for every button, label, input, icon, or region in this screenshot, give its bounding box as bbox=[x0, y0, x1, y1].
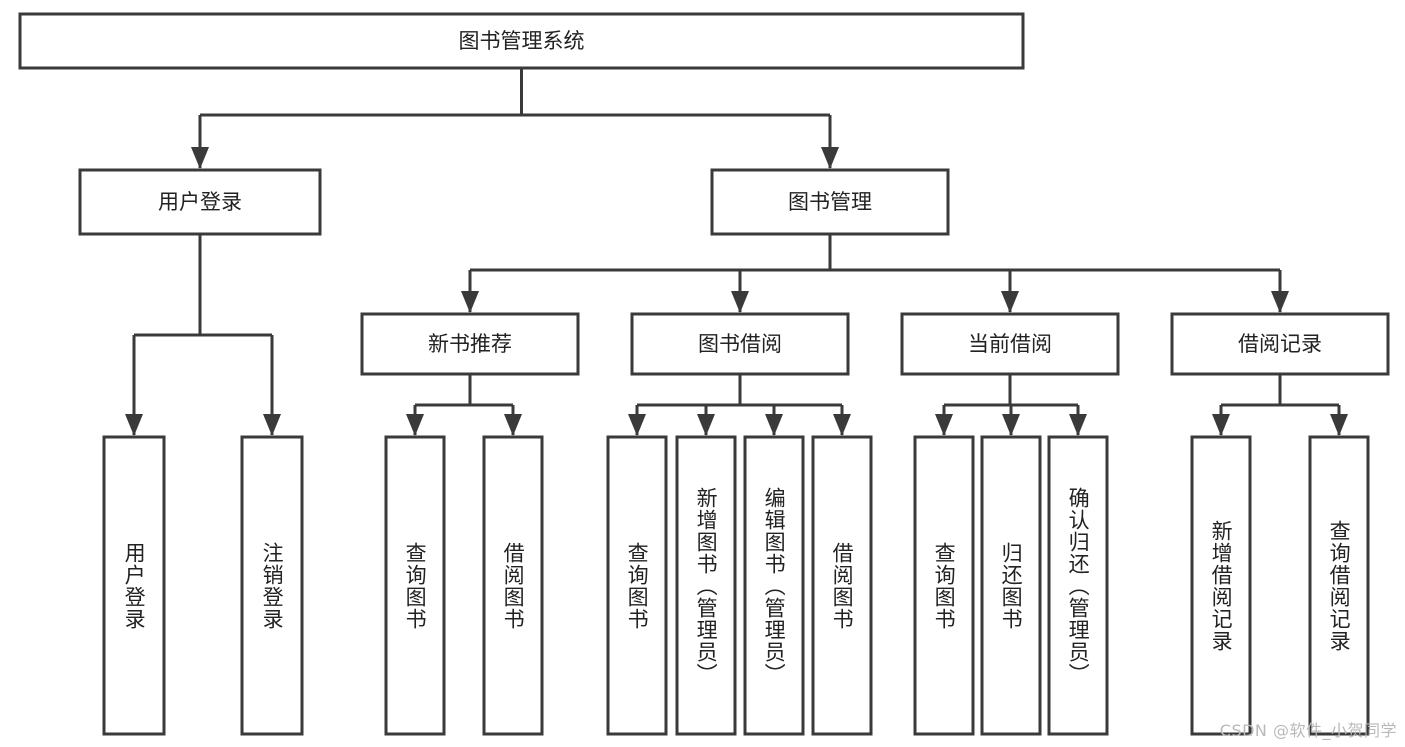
node-box-edit-book[interactable] bbox=[743, 435, 805, 736]
arrow-head-query-book-2 bbox=[628, 414, 646, 436]
node-box-query-book-1[interactable] bbox=[384, 435, 446, 736]
node-box-borrow-book-2[interactable] bbox=[811, 435, 873, 736]
node-label-book-borrow: 图书借阅 bbox=[698, 332, 782, 356]
node-label-user-login: 用户登录 bbox=[158, 190, 242, 214]
node-box-add-record[interactable] bbox=[1190, 435, 1252, 736]
node-box-borrow-book-1[interactable] bbox=[482, 435, 544, 736]
arrow-head-query-book-1 bbox=[406, 414, 424, 436]
arrow-head-borrow-book-1 bbox=[504, 414, 522, 436]
node-box-current-borrow[interactable] bbox=[900, 312, 1120, 376]
arrow-head-query-book-3 bbox=[935, 414, 953, 436]
arrow-head-borrow-book-2 bbox=[833, 414, 851, 436]
node-label-borrow-records: 借阅记录 bbox=[1238, 332, 1322, 356]
arrow-head-edit-book bbox=[765, 414, 783, 436]
node-box-query-book-3[interactable] bbox=[913, 435, 975, 736]
arrow-head-add-record bbox=[1212, 414, 1230, 436]
node-box-return-book[interactable] bbox=[980, 435, 1042, 736]
node-box-logout[interactable] bbox=[240, 435, 304, 736]
arrow-head-user-login bbox=[191, 147, 209, 169]
node-label-book-management: 图书管理 bbox=[788, 190, 872, 214]
node-box-book-management[interactable] bbox=[710, 168, 950, 236]
watermark: CSDN @软件_小贺同学 bbox=[1219, 721, 1397, 740]
node-box-query-book-2[interactable] bbox=[606, 435, 668, 736]
node-label-current-borrow: 当前借阅 bbox=[968, 332, 1052, 356]
arrow-head-book-borrow bbox=[731, 291, 749, 313]
node-box-confirm-return[interactable] bbox=[1047, 435, 1109, 736]
node-box-user-login[interactable] bbox=[78, 168, 322, 236]
arrow-head-new-book-recommend bbox=[461, 291, 479, 313]
arrow-head-add-book bbox=[697, 414, 715, 436]
arrow-head-login bbox=[125, 414, 143, 436]
node-box-root[interactable] bbox=[18, 12, 1025, 70]
arrow-head-return-book bbox=[1002, 414, 1020, 436]
node-box-login[interactable] bbox=[102, 435, 166, 736]
node-box-add-book[interactable] bbox=[675, 435, 737, 736]
connectors-layer bbox=[125, 68, 1348, 436]
node-label-root: 图书管理系统 bbox=[459, 29, 585, 53]
arrow-head-query-record bbox=[1330, 414, 1348, 436]
boxes-layer bbox=[18, 12, 1390, 736]
node-box-book-borrow[interactable] bbox=[630, 312, 850, 376]
arrow-head-current-borrow bbox=[1001, 291, 1019, 313]
node-label-new-book-recommend: 新书推荐 bbox=[428, 332, 512, 356]
node-box-query-record[interactable] bbox=[1308, 435, 1370, 736]
node-box-new-book-recommend[interactable] bbox=[360, 312, 580, 376]
node-box-borrow-records[interactable] bbox=[1170, 312, 1390, 376]
arrow-head-book-management bbox=[821, 147, 839, 169]
arrow-head-logout bbox=[263, 414, 281, 436]
arrow-head-confirm-return bbox=[1069, 414, 1087, 436]
arrow-head-borrow-records bbox=[1271, 291, 1289, 313]
